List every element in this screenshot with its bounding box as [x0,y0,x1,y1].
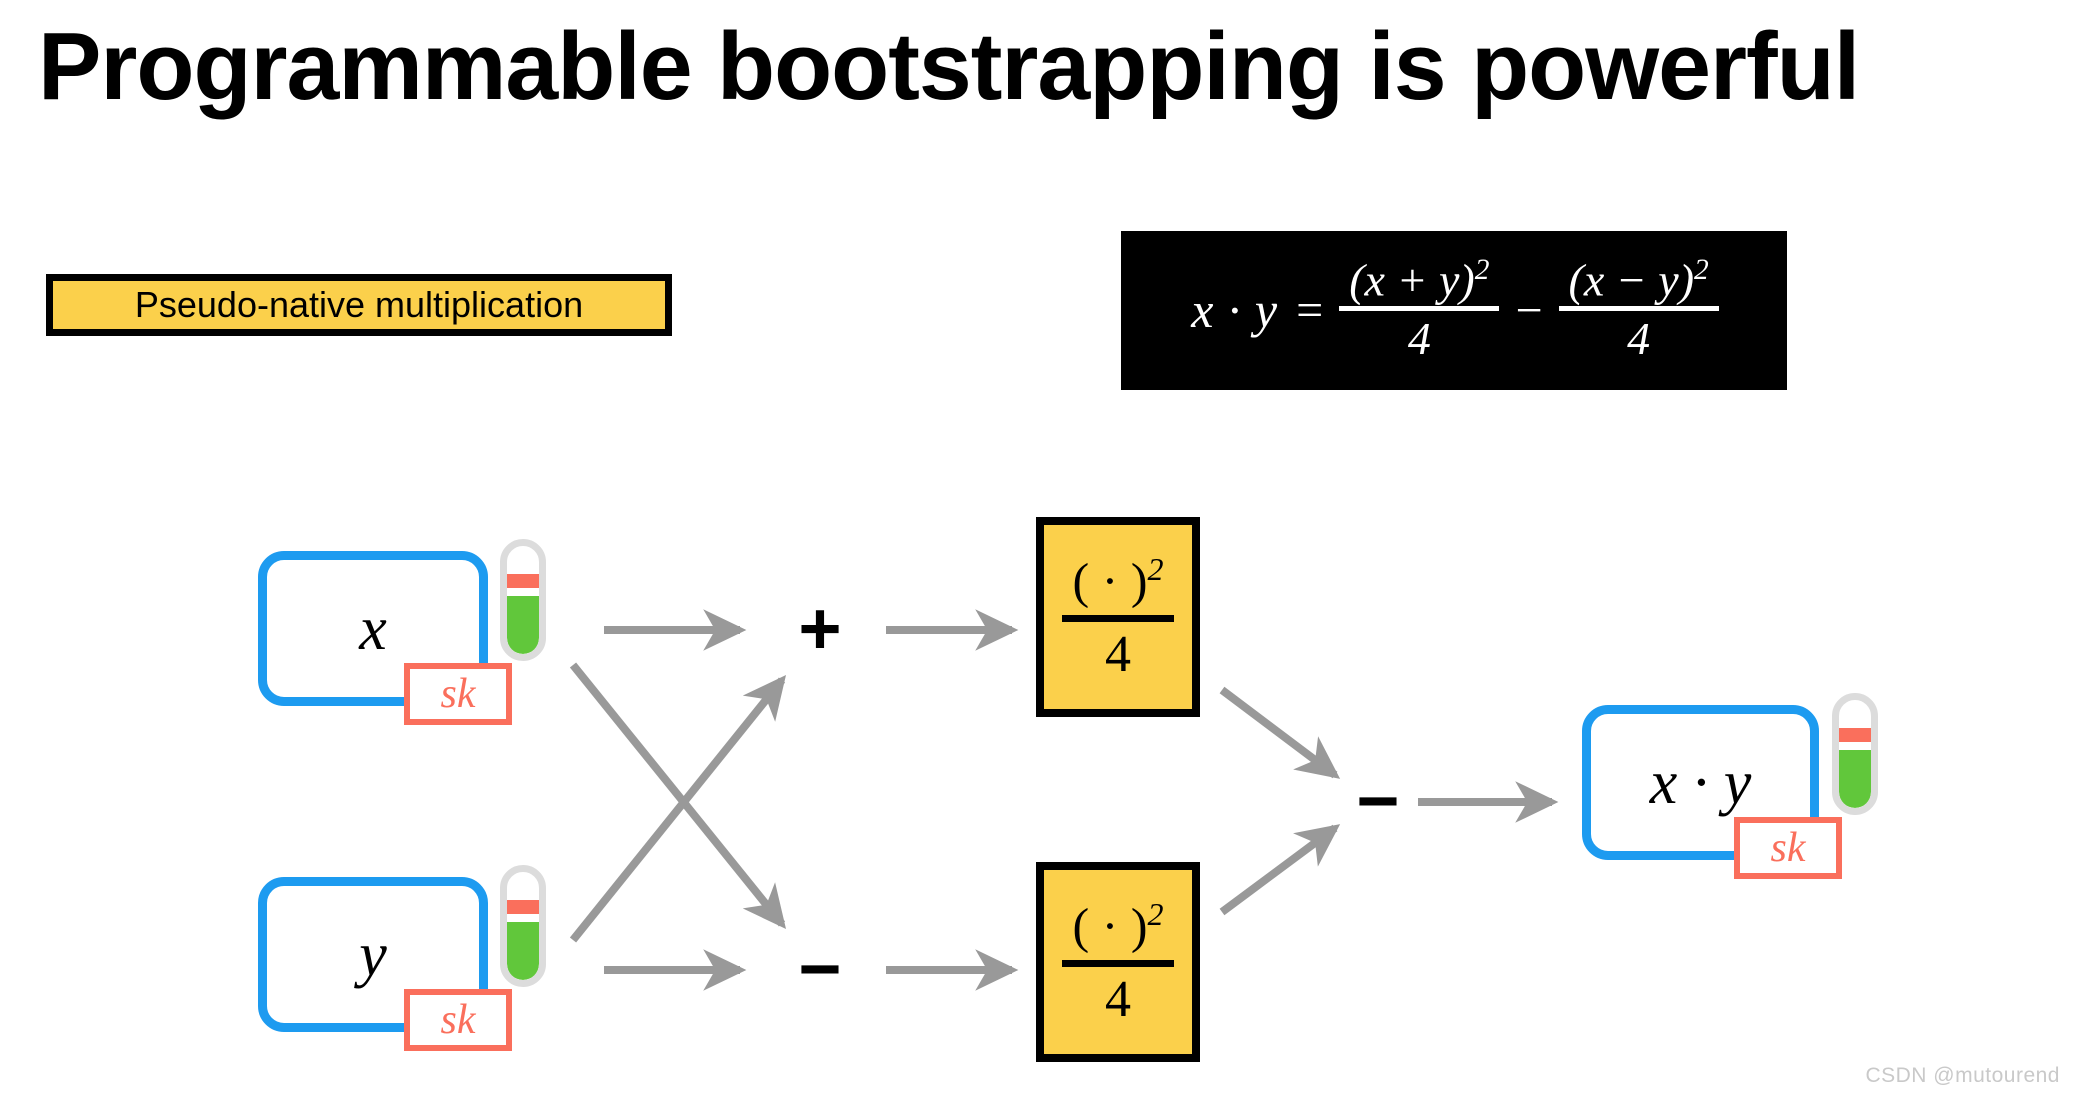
output-product-key-tag[interactable]: sk [1734,817,1842,879]
input-y[interactable]: y sk [258,865,578,1051]
input-y-label: y [359,920,387,989]
input-x[interactable]: x sk [258,539,578,725]
pbs-denominator-bottom: 4 [1105,970,1131,1028]
fraction-bar [1558,306,1719,312]
formula-term-2-numerator: (x − y)2 [1568,253,1709,306]
noise-level-fill [507,921,539,980]
noise-threshold-band [1839,728,1871,743]
formula-panel: x · y = (x + y)2 4 − (x − y)2 4 [1121,231,1787,390]
pbs-fraction-bottom: ( · )2 4 [1062,895,1174,1028]
input-y-key-tag-label: sk [440,997,476,1043]
watermark: CSDN @mutourend [1865,1064,2060,1087]
adder-operator: + [798,587,842,670]
page-title: Programmable bootstrapping is powerful [38,13,1860,120]
input-y-box[interactable]: y [258,877,488,1032]
formula-term-2-denominator: 4 [1627,313,1651,365]
noise-level-fill [507,595,539,654]
input-y-noise-gauge [500,865,546,987]
fraction-bar [1339,306,1500,312]
input-y-key-tag[interactable]: sk [404,989,512,1051]
caption-chip-label: Pseudo-native multiplication [134,284,584,325]
arrow-y-to-plus-diagonal [569,675,787,943]
formula-equals: = [1296,283,1324,337]
pbs-square-over-four-bottom[interactable]: ( · )2 4 [1036,862,1200,1062]
noise-level-fill [1839,749,1871,808]
output-product-key-tag-label: sk [1770,825,1806,871]
subtractor-input-operator: − [798,927,842,1010]
formula-expression: x · y = (x + y)2 4 − (x − y)2 4 [1185,253,1723,367]
arrow-pbs-top-to-minus [1219,686,1341,779]
formula-term-1: (x + y)2 4 [1335,253,1503,367]
input-x-noise-gauge [500,539,546,661]
input-x-key-tag[interactable]: sk [404,663,512,725]
noise-threshold-band [507,900,539,915]
output-product-noise-gauge [1832,693,1878,815]
formula-term-2: (x − y)2 4 [1555,253,1723,367]
output-product-label: x · y [1649,748,1752,817]
fraction-bar [1062,614,1174,622]
caption-chip: Pseudo-native multiplication [46,274,672,336]
pbs-numerator-bottom: ( · )2 [1072,895,1164,954]
output-product[interactable]: x · y sk [1582,693,1912,879]
formula-term-1-denominator: 4 [1407,313,1431,365]
arrow-pbs-bottom-to-minus [1219,824,1341,916]
pbs-square-over-four-top[interactable]: ( · )2 4 [1036,517,1200,717]
pbs-numerator-top: ( · )2 [1072,550,1164,609]
formula-lhs: x · y [1191,282,1279,339]
pbs-fraction-top: ( · )2 4 [1062,550,1174,683]
formula-minus-operator: − [1515,283,1543,337]
arrow-x-to-minus-diagonal [569,662,787,929]
pbs-denominator-top: 4 [1105,625,1131,683]
input-x-key-tag-label: sk [440,671,476,717]
formula-term-1-numerator: (x + y)2 [1349,253,1490,306]
subtractor-output-operator: − [1356,759,1400,842]
input-x-label: x [359,594,387,663]
noise-threshold-band [507,574,539,589]
fraction-bar [1062,959,1174,967]
